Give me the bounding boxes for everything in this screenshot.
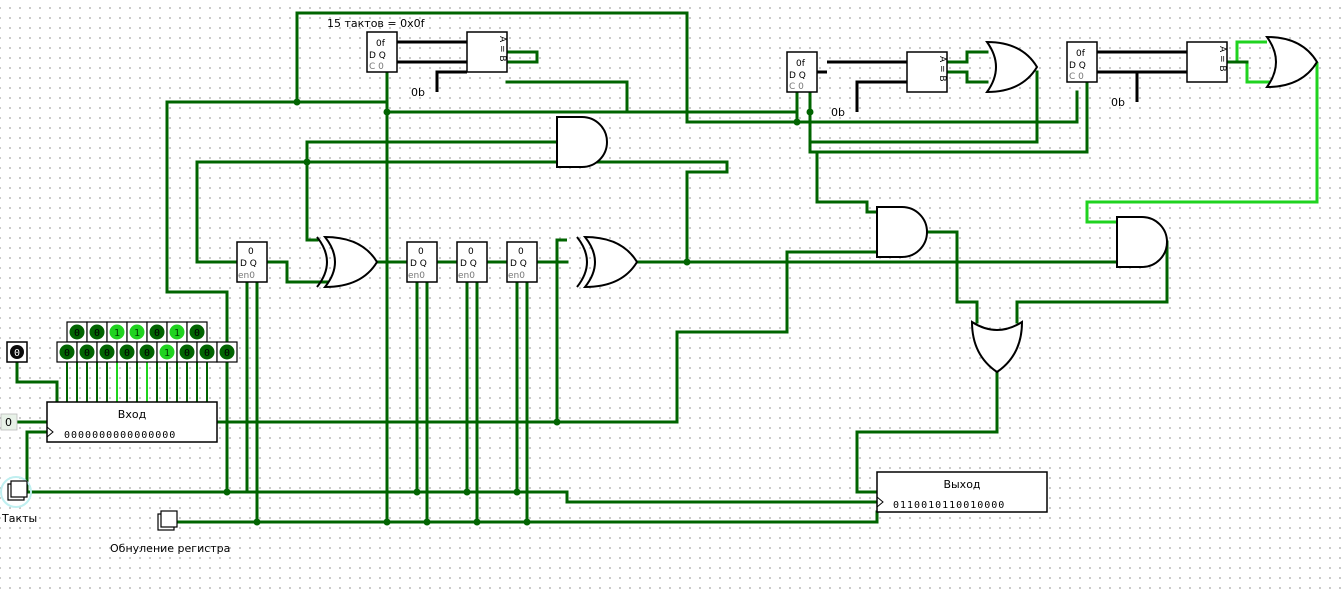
svg-text:1: 1	[134, 328, 140, 339]
input-bit-top-0[interactable]: 0	[66, 321, 88, 343]
svg-text:D Q: D Q	[460, 259, 477, 269]
register-value: 0f	[1076, 49, 1086, 59]
input-register[interactable]: Вход 0000000000000000	[46, 401, 218, 443]
output-register-title: Выход	[943, 478, 980, 491]
reset-button[interactable]	[157, 510, 178, 531]
or-gate-top-right[interactable]	[985, 40, 1039, 94]
input-bit-bottom-6[interactable]: 0	[176, 341, 198, 363]
svg-text:D Q: D Q	[410, 259, 427, 269]
output-register[interactable]: Выход 0110010110010000	[876, 471, 1048, 513]
reset-label: Обнуление регистра	[110, 542, 230, 555]
svg-text:0: 0	[154, 328, 160, 339]
svg-text:D Q: D Q	[369, 51, 386, 61]
svg-text:0: 0	[104, 348, 110, 359]
svg-text:0: 0	[224, 348, 230, 359]
input-bit-bottom-4[interactable]: 0	[136, 341, 158, 363]
const-0b-3: 0b	[1111, 96, 1125, 109]
input-bit-bottom-5[interactable]: 1	[156, 341, 178, 363]
svg-text:0: 0	[194, 328, 200, 339]
svg-text:A = B: A = B	[497, 36, 507, 62]
svg-text:0: 0	[418, 247, 424, 257]
xor-gate-1[interactable]	[316, 235, 379, 289]
svg-text:0: 0	[248, 247, 254, 257]
svg-text:1: 1	[174, 328, 180, 339]
svg-text:0: 0	[124, 348, 130, 359]
svg-text:0: 0	[74, 328, 80, 339]
input-bit-bottom-2[interactable]: 0	[96, 341, 118, 363]
svg-text:en0: en0	[408, 271, 425, 281]
input-bit-top-4[interactable]: 0	[146, 321, 168, 343]
input-bits-bottom-row[interactable]: 0 0 0 0 0 1 0 0 0	[56, 341, 238, 363]
svg-text:0: 0	[64, 348, 70, 359]
input-bit-bottom-0[interactable]: 0	[56, 341, 78, 363]
or-gate-far-right[interactable]	[1265, 35, 1319, 89]
svg-text:C 0: C 0	[789, 82, 804, 92]
extra-input-pin[interactable]: 0	[6, 341, 28, 363]
and-gate-right[interactable]	[1116, 216, 1168, 268]
flipflop-4[interactable]: 0 D Q en0	[506, 241, 538, 283]
svg-text:D Q: D Q	[510, 259, 527, 269]
svg-text:0: 0	[14, 348, 20, 359]
input-bit-top-2[interactable]: 1	[106, 321, 128, 343]
flipflop-2[interactable]: 0 D Q en0	[406, 241, 438, 283]
input-bit-top-6[interactable]: 0	[186, 321, 208, 343]
input-bit-bottom-8[interactable]: 0	[216, 341, 238, 363]
register-value: 0f	[796, 59, 806, 69]
comparator-1[interactable]: A = B	[466, 31, 508, 73]
svg-text:en0: en0	[458, 271, 475, 281]
const-zero: 0	[5, 416, 12, 429]
input-bit-top-3[interactable]: 1	[126, 321, 148, 343]
svg-text:0: 0	[84, 348, 90, 359]
wires	[15, 11, 1319, 525]
svg-text:en0: en0	[238, 271, 255, 281]
flipflop-3[interactable]: 0 D Q en0	[456, 241, 488, 283]
clock-label: Такты	[1, 512, 37, 525]
input-bit-bottom-1[interactable]: 0	[76, 341, 98, 363]
output-register-value: 0110010110010000	[893, 500, 1005, 511]
clock-button[interactable]	[0, 476, 32, 508]
svg-text:0: 0	[468, 247, 474, 257]
svg-text:0: 0	[94, 328, 100, 339]
svg-text:D Q: D Q	[1069, 61, 1086, 71]
counter-register-3[interactable]: 0f D Q C 0	[1066, 41, 1098, 83]
counter-title: 15 тактов = 0x0f	[327, 17, 426, 30]
register-value: 0f	[376, 39, 386, 49]
svg-text:0: 0	[144, 348, 150, 359]
input-bit-bottom-7[interactable]: 0	[196, 341, 218, 363]
or-gate-bottom[interactable]	[970, 320, 1024, 374]
wire-junctions	[223, 98, 814, 526]
counter-register-1[interactable]: 0f D Q C 0	[366, 31, 398, 73]
svg-text:D Q: D Q	[240, 259, 257, 269]
comparator-3[interactable]: A = B	[1186, 41, 1228, 83]
and-gate-middle[interactable]	[876, 206, 928, 258]
counter-register-2[interactable]: 0f D Q C 0	[786, 51, 818, 93]
svg-text:1: 1	[164, 348, 170, 359]
input-bit-top-1[interactable]: 0	[86, 321, 108, 343]
svg-text:0: 0	[184, 348, 190, 359]
input-register-title: Вход	[118, 408, 147, 421]
svg-text:1: 1	[114, 328, 120, 339]
flipflop-1[interactable]: 0 D Q en0	[236, 241, 268, 283]
svg-text:A = B: A = B	[1217, 46, 1227, 72]
and-gate-top[interactable]	[556, 116, 608, 168]
input-bit-top-5[interactable]: 1	[166, 321, 188, 343]
input-register-value: 0000000000000000	[64, 430, 176, 441]
input-bit-bottom-3[interactable]: 0	[116, 341, 138, 363]
svg-text:C 0: C 0	[1069, 72, 1084, 82]
svg-text:C 0: C 0	[369, 62, 384, 72]
svg-text:0: 0	[204, 348, 210, 359]
xor-gate-2[interactable]	[576, 235, 639, 289]
comparator-2[interactable]: A = B	[906, 51, 948, 93]
input-bits-top-row[interactable]: 0 0 1 1 0 1 0	[66, 321, 208, 343]
const-0b-2: 0b	[831, 106, 845, 119]
svg-text:D Q: D Q	[789, 71, 806, 81]
const-0b-1: 0b	[411, 86, 425, 99]
svg-text:0: 0	[518, 247, 524, 257]
svg-text:en0: en0	[508, 271, 525, 281]
svg-text:A = B: A = B	[937, 56, 947, 82]
